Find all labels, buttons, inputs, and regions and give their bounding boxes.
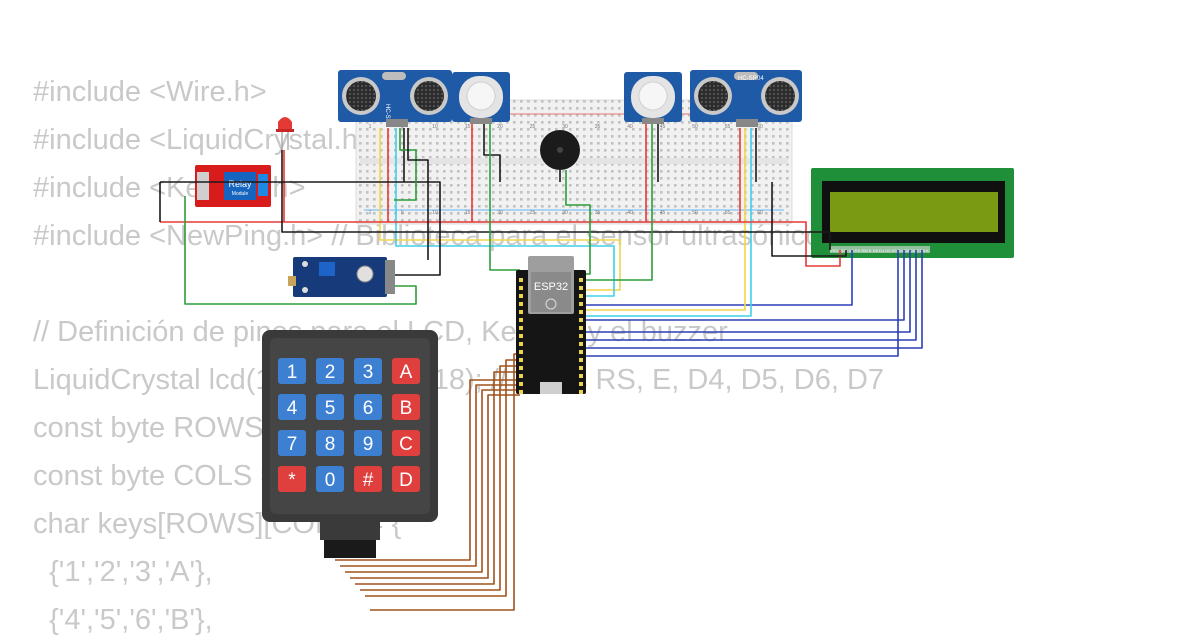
breadboard-col-label: 25: [530, 124, 536, 130]
breadboard-col-label: 15: [465, 124, 471, 130]
breadboard-col-label: 50: [692, 124, 698, 130]
breadboard-col-label: 20: [497, 210, 503, 216]
breadboard-col-label: 50: [692, 210, 698, 216]
breadboard-col-label: 30: [562, 210, 568, 216]
keypad-key-label: 9: [363, 434, 374, 455]
breadboard-col-label: 60: [757, 124, 763, 130]
pir-sensor-left[interactable]: [452, 72, 510, 124]
breadboard-col-label: 35: [595, 210, 601, 216]
pir-sensor-right[interactable]: [624, 72, 682, 124]
keypad-key-label: A: [400, 362, 413, 383]
breadboard-column-labels: 1 1 55 10 10 15 15 20 20 25 25 30 30 35 35 40 40 45 45 50 50…: [369, 124, 763, 216]
breadboard-col-label: 5: [401, 210, 404, 216]
lcd-display[interactable]: VSS VDD V0 RS RW E D0 D1 D2 D3 D4 D5 D6 …: [811, 168, 1014, 258]
relay-label: Relay: [228, 179, 252, 189]
keypad-key[interactable]: *: [278, 466, 306, 492]
keypad-key-label: *: [288, 470, 296, 491]
breadboard-col-label: 1: [369, 210, 372, 216]
breadboard-col-label: 10: [432, 210, 438, 216]
keypad-key-label: 3: [363, 362, 374, 383]
breadboard-col-label: 55: [725, 124, 731, 130]
keypad-key-label: 0: [325, 470, 336, 491]
breadboard-col-label: 55: [725, 210, 731, 216]
keypad-key[interactable]: #: [354, 466, 382, 492]
keypad-key[interactable]: 9: [354, 430, 382, 456]
breadboard-col-label: 25: [530, 210, 536, 216]
breadboard-col-label: 40: [627, 210, 633, 216]
sensor-model-label: HC-SR04: [738, 76, 764, 82]
buzzer[interactable]: [540, 130, 580, 170]
code-line: #include <Wire.h>: [33, 76, 267, 108]
code-line: #include <LiquidCrystal.h>: [33, 124, 375, 156]
keypad-key[interactable]: D: [392, 466, 420, 492]
keypad-key-label: 1: [287, 362, 298, 383]
relay-module[interactable]: Relay Module: [195, 165, 271, 207]
relay-sub-label: Module: [232, 191, 249, 197]
breadboard-col-label: 20: [497, 124, 503, 130]
ultrasonic-sensor-right[interactable]: HC-SR04: [690, 70, 802, 127]
sensor-module[interactable]: [288, 257, 395, 297]
circuit-diagram: 1155101015152020252530303535404045455050…: [159, 70, 1014, 611]
sensor-model-label: HC-SR04: [384, 104, 390, 130]
keypad-key-label: B: [400, 398, 413, 419]
keypad-key-label: 8: [325, 434, 336, 455]
keypad-key-label: D: [399, 470, 413, 491]
keypad-key-label: 4: [287, 398, 298, 419]
keypad-key-label: 7: [287, 434, 298, 455]
breadboard-col-label: 45: [660, 210, 666, 216]
breadboard-col-label: 40: [627, 124, 633, 130]
breadboard-col-label: 10: [432, 124, 438, 130]
code-line: {'1','2','3','A'},: [33, 556, 213, 588]
keypad-key[interactable]: 8: [316, 430, 344, 456]
breadboard-col-label: 35: [595, 124, 601, 130]
esp32-label: ESP32: [534, 281, 568, 293]
keypad-key[interactable]: 6: [354, 394, 382, 420]
keypad-key-label: #: [363, 470, 374, 491]
keypad-key[interactable]: 4: [278, 394, 306, 420]
ultrasonic-sensor-left[interactable]: HC-SR04: [338, 70, 452, 130]
keypad-key[interactable]: B: [392, 394, 420, 420]
keypad-key[interactable]: 7: [278, 430, 306, 456]
keypad-key[interactable]: 5: [316, 394, 344, 420]
keypad-key[interactable]: 2: [316, 358, 344, 384]
red-led[interactable]: [276, 117, 294, 150]
keypad-key-label: 2: [325, 362, 336, 383]
keypad-key-label: C: [399, 434, 413, 455]
breadboard-col-label: 15: [465, 210, 471, 216]
keypad-key-label: 6: [363, 398, 374, 419]
breadboard-col-label: 60: [757, 210, 763, 216]
membrane-keypad[interactable]: 1 2 3 A 4 5 6 B 7 8 9 C * 0 # D: [262, 330, 438, 558]
esp32-pin-headers: [519, 278, 583, 394]
lcd-pin-labels: VSS VDD V0 RS RW E D0 D1 D2 D3 D4 D5 D6 …: [830, 248, 929, 253]
keypad-key[interactable]: 0: [316, 466, 344, 492]
keypad-key[interactable]: 3: [354, 358, 382, 384]
wires: [159, 124, 923, 611]
breadboard-col-label: 1: [369, 124, 372, 130]
esp32-board[interactable]: ESP32: [516, 256, 586, 394]
breadboard-col-label: 30: [562, 124, 568, 130]
keypad-key[interactable]: 1: [278, 358, 306, 384]
keypad-key-label: 5: [325, 398, 336, 419]
keypad-key[interactable]: A: [392, 358, 420, 384]
keypad-key[interactable]: C: [392, 430, 420, 456]
breadboard-col-label: 45: [660, 124, 666, 130]
